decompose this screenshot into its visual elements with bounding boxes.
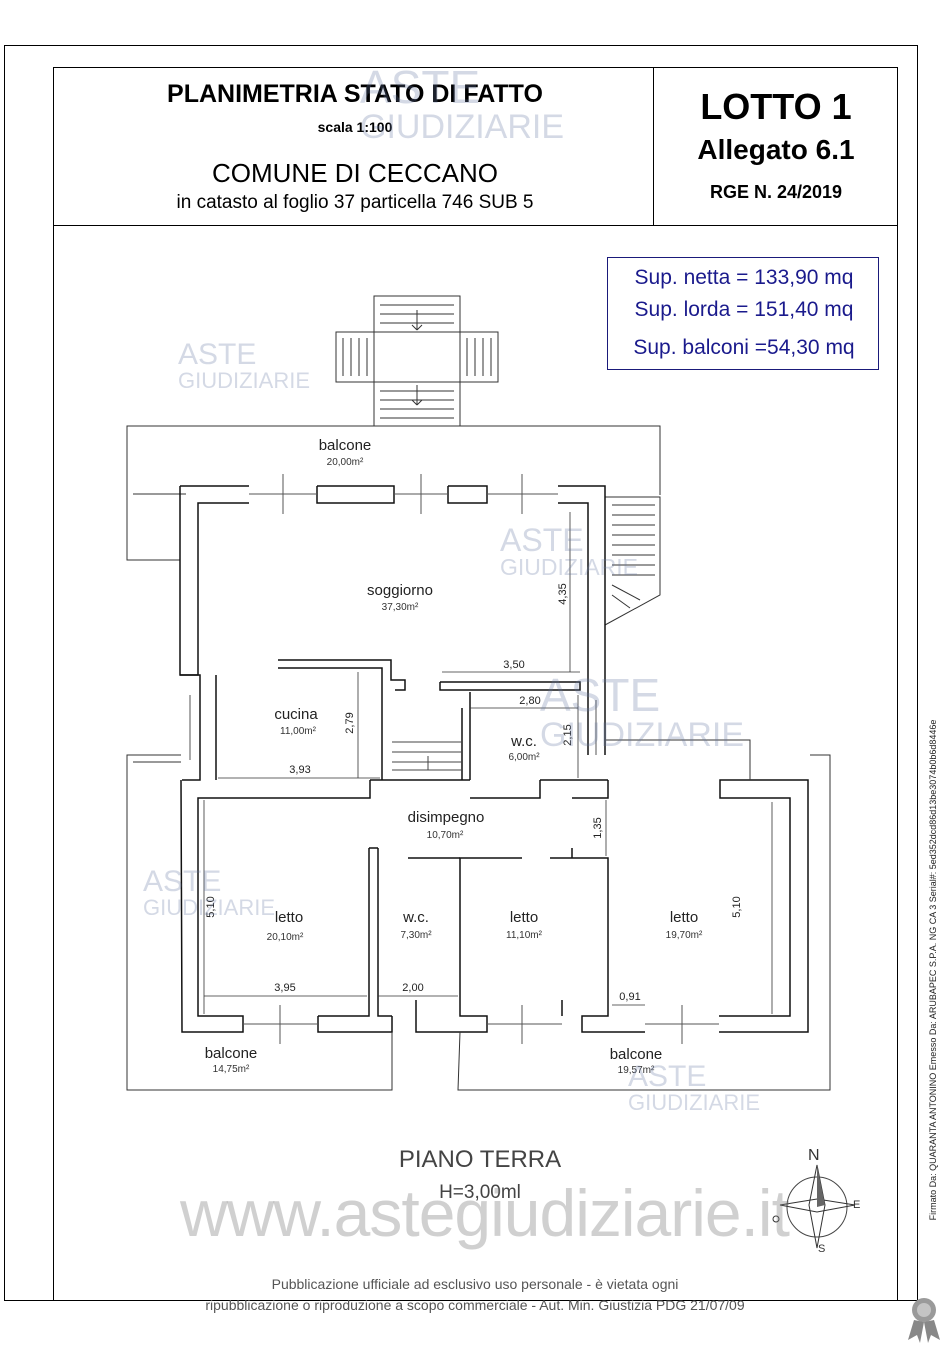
watermark-line2: GIUDIZIARIE [178,368,311,393]
wc-top-name: w.c. [510,733,537,750]
sup-balconi: Sup. balconi =54,30 mq [633,336,855,359]
disimpegno-area: 10,70m² [427,830,464,841]
digital-signature: Firmato Da: QUARANTA ANTONINO Emesso Da:… [925,640,941,1300]
inner-passage [392,741,462,771]
balcone-right-name: balcone [610,1046,663,1063]
plan-title: PLANIMETRIA STATO DI FATTO [167,80,543,108]
compass: N E S [772,1147,860,1255]
dim-510-left: 5,10 [205,896,217,917]
balcone-left-area: 14,75m² [213,1064,250,1075]
header-vertical-divider [653,67,654,225]
watermark-line1: ASTE [540,669,661,721]
sup-lorda: Sup. lorda = 151,40 mq [634,298,854,321]
watermark-line2: GIUDIZIARIE [540,716,745,754]
watermark-line2: GIUDIZIARIE [628,1090,761,1115]
watermark-soggiorno: ASTE GIUDIZIARIE [500,524,638,579]
watermark-line1: ASTE [143,865,222,898]
watermark-topleft: ASTE GIUDIZIARIE [178,340,310,392]
balcone-left-name: balcone [205,1045,258,1062]
watermark-letto: ASTE GIUDIZIARIE [143,867,275,919]
watermark-center: ASTE GIUDIZIARIE [540,672,744,752]
dim-279: 2,79 [344,712,356,733]
letto-mid-name: letto [510,909,538,926]
website-watermark: www.astegiudiziarie.it [180,1176,790,1250]
wc-bottom-name: w.c. [402,909,429,926]
dim-215: 2,15 [562,724,574,745]
watermark-line1: ASTE [628,1060,707,1093]
balcone-right-area: 19,57m² [618,1065,655,1076]
altezza-label: H=3,00ml [439,1182,521,1203]
dim-091: 0,91 [619,991,640,1003]
watermark-line2: GIUDIZIARIE [360,108,565,146]
watermark-line2: GIUDIZIARIE [143,895,276,920]
wc-bottom-area: 7,30m² [400,930,432,941]
wc-top-area: 6,00m² [508,752,540,763]
dimension-lines [203,512,773,1014]
seal-icon [908,1298,940,1343]
piano-label: PIANO TERRA [398,1146,562,1173]
watermark-header: ASTE GIUDIZIARIE [360,64,564,144]
windows [189,474,719,1044]
balcone-top-name: balcone [319,437,372,454]
letto-right-name: letto [670,909,698,926]
dim-135: 1,35 [592,817,604,838]
header-divider [53,225,898,226]
cucina-name: cucina [274,706,318,723]
cucina-area: 11,00m² [280,726,317,737]
sup-netta: Sup. netta = 133,90 mq [634,266,854,289]
compass-e: E [853,1199,860,1211]
soggiorno-area: 37,30m² [382,602,419,613]
lotto-label: LOTTO 1 [700,86,852,127]
watermark-line2: GIUDIZIARIE [500,554,639,580]
publication-notice-line1: Pubblicazione ufficiale ad esclusivo uso… [271,1276,679,1292]
dim-280: 2,80 [519,695,540,707]
disimpegno-name: disimpegno [408,809,485,826]
surfaces-box: Sup. netta = 133,90 mq Sup. lorda = 151,… [607,257,879,370]
dim-435: 4,35 [557,583,569,604]
bottom-balconies [126,739,831,1091]
soggiorno-name: soggiorno [367,582,433,599]
dim-395: 3,95 [274,982,295,994]
inner-frame [53,67,898,1301]
watermark-balcone: ASTE GIUDIZIARIE [628,1062,760,1114]
watermark-line1: ASTE [178,338,257,371]
outer-frame [4,45,918,1301]
letto-mid-area: 11,10m² [506,930,543,941]
balcone-top-area: 20,00m² [327,457,364,468]
top-staircase [335,295,499,427]
allegato-label: Allegato 6.1 [697,134,855,165]
right-staircase [604,496,661,626]
letto-right-area: 19,70m² [666,930,703,941]
dim-200: 2,00 [402,982,423,994]
letto-left-area: 20,10m² [267,932,304,943]
compass-n: N [808,1147,820,1164]
compass-s: S [818,1243,825,1255]
dim-510-right: 5,10 [731,896,743,917]
watermark-line1: ASTE [360,61,481,113]
plan-scale: scala 1:100 [317,119,393,135]
watermark-line1: ASTE [500,522,584,558]
rge-label: RGE N. 24/2019 [709,182,843,202]
dim-393: 3,93 [289,764,310,776]
dim-350: 3,50 [503,659,524,671]
comune-label: COMUNE DI CECCANO [211,158,498,188]
catasto-label: in catasto al foglio 37 particella 746 S… [176,192,534,213]
walls [179,485,809,1033]
publication-notice-line2: ripubblicazione o riproduzione a scopo c… [205,1297,745,1313]
signature-text: Firmato Da: QUARANTA ANTONINO Emesso Da:… [928,719,938,1221]
letto-left-name: letto [275,909,303,926]
